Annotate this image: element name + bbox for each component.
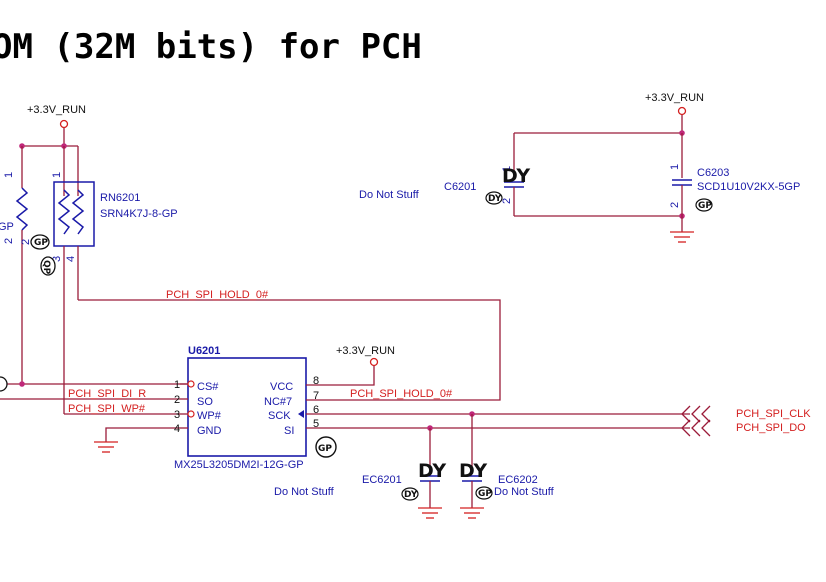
u6201-note: Do Not Stuff — [274, 486, 335, 498]
u6201-pin7-name: NC#7 — [264, 396, 292, 408]
right-power-label: +3.3V_RUN — [645, 92, 704, 104]
svg-text:DY: DY — [488, 194, 502, 204]
u6201-ref: U6201 — [188, 345, 220, 357]
u6201-pin5-name: SI — [284, 425, 294, 437]
u6201-chip: U6201 MX25L3205DM2I-12G-GP 1 CS# 2 SO 3 … — [174, 345, 348, 471]
u6201-part: MX25L3205DM2I-12G-GP — [174, 459, 304, 471]
chip-power-symbol: +3.3V_RUN — [336, 345, 395, 386]
net-hold — [78, 299, 501, 401]
u6201-pin6-name: SCK — [268, 410, 291, 422]
c6203-pin2: 2 — [669, 202, 681, 208]
u6201-pin5-num: 5 — [313, 418, 319, 430]
left-resistor-pin2b: 2 — [20, 239, 32, 245]
ec6201-ref: EC6201 — [362, 474, 402, 486]
left-resistor-pin1: 1 — [3, 172, 15, 178]
c6203-pin1: 1 — [669, 164, 681, 170]
left-power-symbol: +3.3V_RUN — [27, 104, 86, 146]
ec6201-dy: DY — [418, 460, 446, 482]
net-gnd-u6201 — [105, 427, 180, 442]
c6203-ref: C6203 — [697, 167, 729, 179]
junction-dot — [19, 381, 25, 387]
left-power-label: +3.3V_RUN — [27, 104, 86, 116]
partial-badge-left — [0, 376, 8, 392]
u6201-pin1-num: 1 — [174, 379, 180, 391]
gp-badge-u6201: GP — [315, 436, 337, 458]
left-resistor: 1 2 GP — [0, 146, 29, 384]
rn6201-pin1: 1 — [51, 172, 63, 178]
c6203-capacitor: 1 2 — [669, 133, 694, 243]
u6201-pin4-name: GND — [197, 425, 222, 437]
gp-badge-ec6202: GP — [475, 486, 493, 500]
gp-badge-c6203: GP — [695, 198, 713, 212]
u6201-pin8-name: VCC — [270, 381, 293, 393]
net-label-hold-chip: PCH_SPI_HOLD_0# — [350, 388, 453, 400]
rn6201-ref: RN6201 — [100, 192, 140, 204]
net-label-hold-top: PCH_SPI_HOLD_0# — [166, 289, 269, 301]
c6201-ref: C6201 — [444, 181, 476, 193]
qp-badge-rn6201: QP — [40, 256, 56, 276]
page-title: OM (32M bits) for PCH — [0, 27, 422, 67]
c6201-dy: DY — [502, 165, 530, 187]
rn6201-pin3: 3 — [51, 256, 63, 262]
ground-symbol-u6201 — [94, 441, 118, 453]
svg-text:QP: QP — [41, 260, 51, 275]
u6201-pin3-num: 3 — [174, 409, 180, 421]
left-resistor-pin2: 2 — [3, 238, 15, 244]
dy-badge-c6201: DY — [485, 191, 503, 205]
ec6202-ref: EC6202 — [498, 474, 538, 486]
ec6202-dy: DY — [459, 460, 487, 482]
rn6201-pin4: 4 — [65, 256, 77, 262]
rn6201-resistor-network: 1 3 4 RN6201 SRN4K7J-8-GP 2 — [20, 146, 178, 414]
u6201-pin6-num: 6 — [313, 404, 319, 416]
svg-text:GP: GP — [698, 201, 712, 211]
svg-text:GP: GP — [478, 489, 492, 499]
offpage-connector-do — [681, 419, 711, 437]
svg-text:DY: DY — [404, 490, 418, 500]
offpage-connector-clk — [681, 405, 711, 423]
u6201-pin1-name: CS# — [197, 381, 219, 393]
c6201-note: Do Not Stuff — [359, 189, 420, 201]
rn6201-value: SRN4K7J-8-GP — [100, 208, 178, 220]
ec6202-capacitor — [460, 414, 484, 519]
u6201-pin8-num: 8 — [313, 375, 319, 387]
gp-badge-rn6201: GP — [30, 234, 50, 250]
ec6202-note: Do Not Stuff — [494, 486, 555, 498]
c6201-pin2: 2 — [501, 198, 513, 204]
c6201-pin1: 1 — [501, 166, 513, 172]
ec6201-capacitor — [418, 428, 442, 519]
u6201-pin2-name: SO — [197, 396, 213, 408]
net-label-wp: PCH_SPI_WP# — [68, 403, 146, 415]
dy-badge-ec6201: DY — [401, 487, 419, 501]
c6203-value: SCD1U10V2KX-5GP — [697, 181, 800, 193]
u6201-pin3-name: WP# — [197, 410, 222, 422]
net-label-clk: PCH_SPI_CLK — [736, 408, 811, 420]
left-resistor-value: GP — [0, 221, 14, 233]
u6201-pin7-num: 7 — [313, 390, 319, 402]
net-label-do: PCH_SPI_DO — [736, 422, 806, 434]
svg-text:GP: GP — [34, 238, 48, 248]
c6201-capacitor: 1 2 — [501, 133, 524, 216]
net-label-di: PCH_SPI_DI_R — [68, 388, 146, 400]
u6201-pin4-num: 4 — [174, 423, 180, 435]
right-power-symbol: +3.3V_RUN — [645, 92, 704, 133]
chip-power-label: +3.3V_RUN — [336, 345, 395, 357]
svg-text:GP: GP — [318, 444, 332, 454]
u6201-pin2-num: 2 — [174, 394, 180, 406]
